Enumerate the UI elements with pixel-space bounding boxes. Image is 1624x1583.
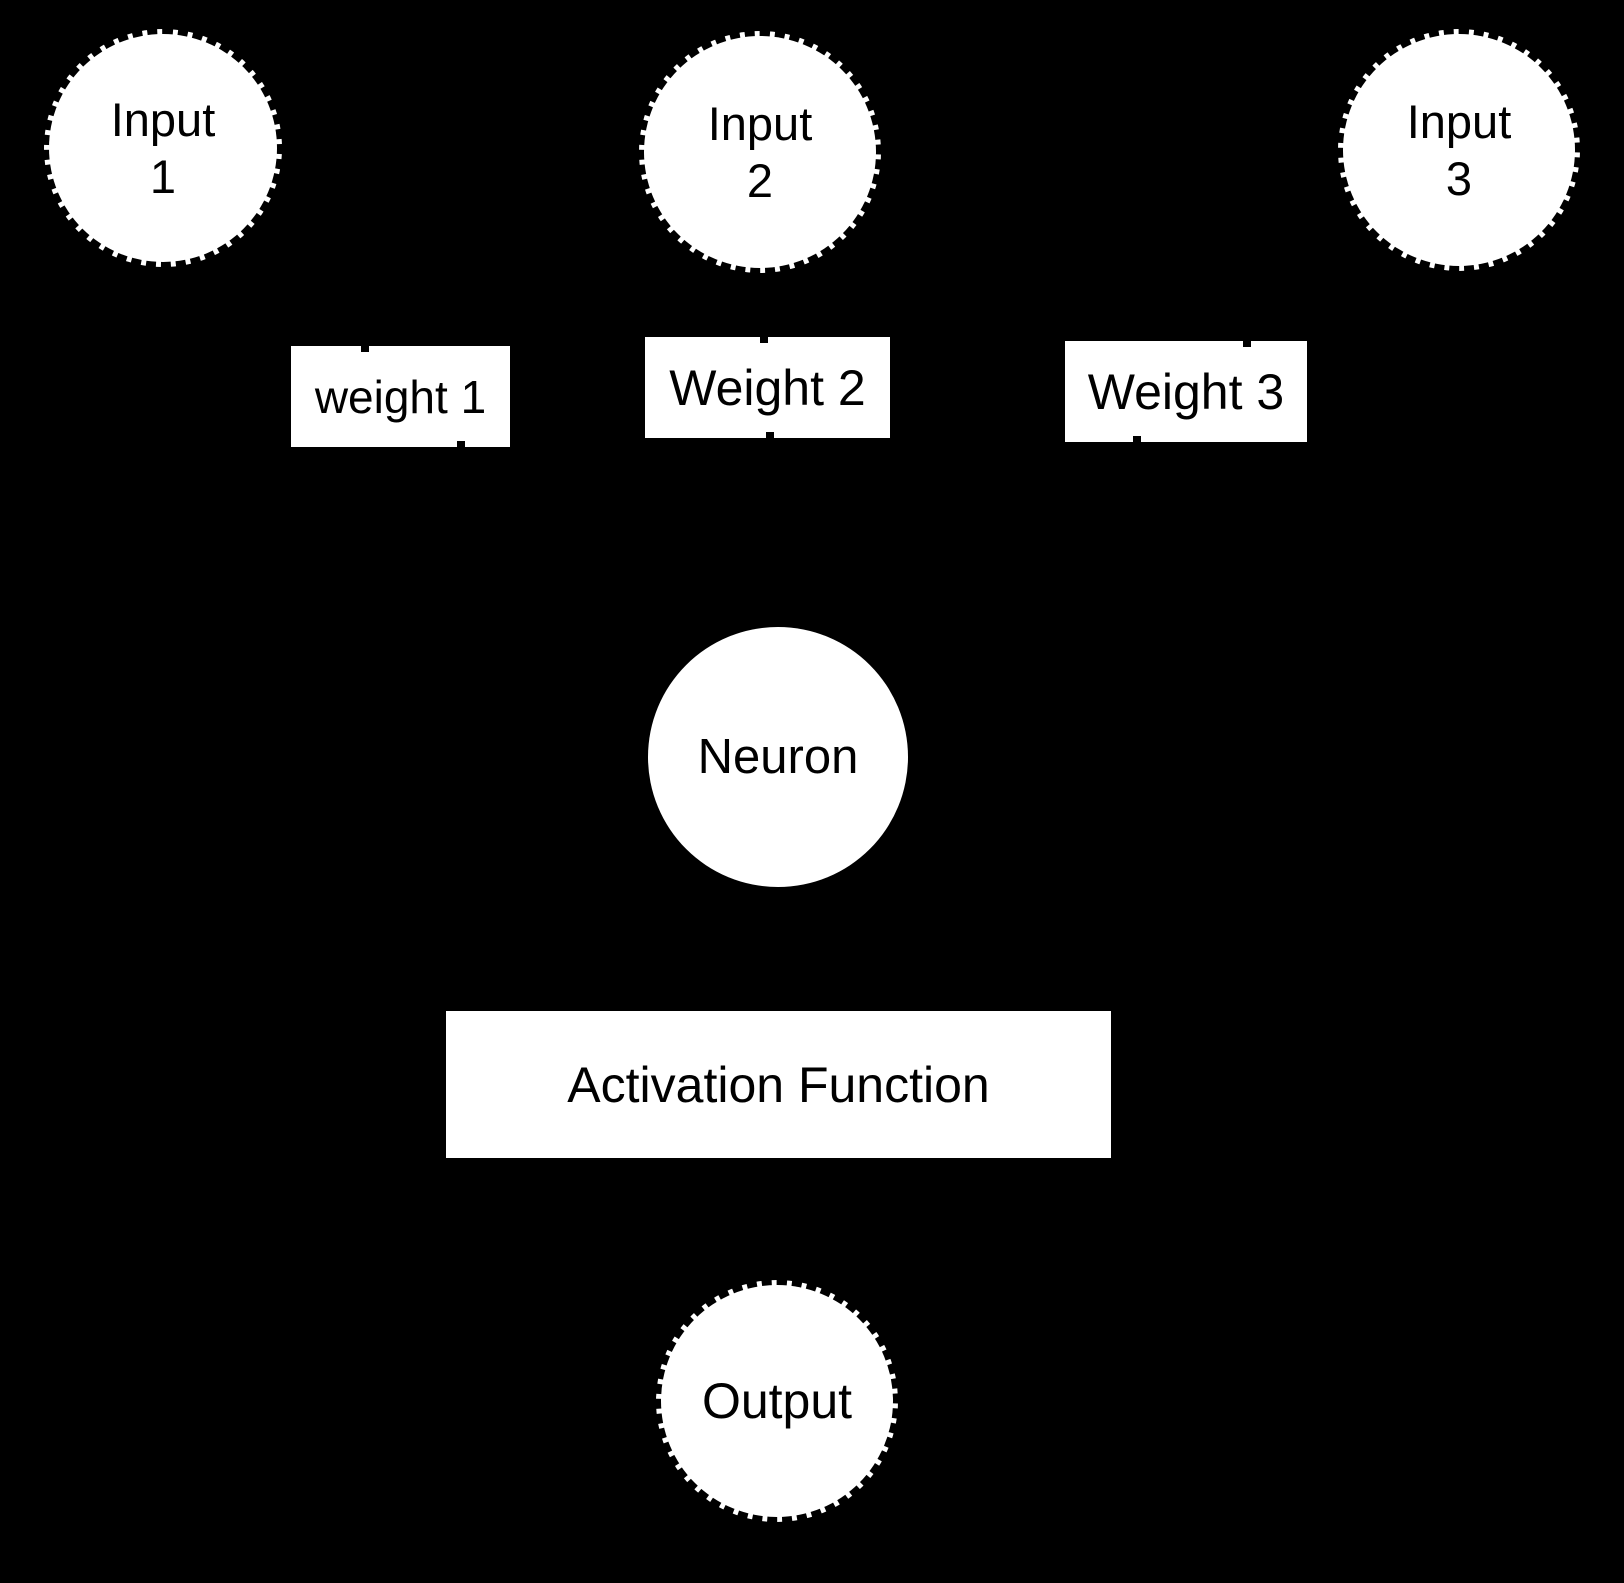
edge-stub-weight2-bottom [766,432,774,438]
box-weight-1-label: weight 1 [314,370,487,423]
node-neuron: Neuron [648,627,908,887]
box-activation-function-label: Activation Function [567,1056,990,1113]
node-input-1-label: Input 1 [111,91,216,206]
box-weight-2-label: Weight 2 [669,359,866,416]
box-weight-1: weight 1 [291,346,510,447]
node-input-3: Input 3 [1338,29,1580,271]
edge-stub-weight2-top [760,337,768,343]
node-output-label: Output [701,1372,853,1429]
box-weight-3: Weight 3 [1065,341,1307,442]
node-output: Output [656,1280,898,1522]
node-input-1: Input 1 [44,29,282,267]
node-input-1-label-line2: 1 [149,150,177,203]
node-input-3-label-line1: Input [1406,94,1512,148]
box-weight-3-label: Weight 3 [1087,363,1285,420]
node-input-2-label-line2: 2 [746,154,774,207]
edge-stub-weight1-bottom [457,441,465,447]
node-input-2-label: Input 2 [708,95,813,210]
box-activation-function: Activation Function [446,1011,1111,1158]
node-input-2: Input 2 [639,31,881,273]
node-neuron-label: Neuron [697,730,859,784]
node-input-1-label-line1: Input [110,92,216,146]
node-input-3-label: Input 3 [1407,93,1512,208]
box-weight-2: Weight 2 [645,337,890,438]
edge-stub-weight3-bottom [1133,436,1141,442]
edge-stub-weight3-top [1243,341,1251,347]
node-input-2-label-line1: Input [707,96,813,150]
edge-stub-weight1-top [361,346,369,352]
node-input-3-label-line2: 3 [1445,152,1473,205]
